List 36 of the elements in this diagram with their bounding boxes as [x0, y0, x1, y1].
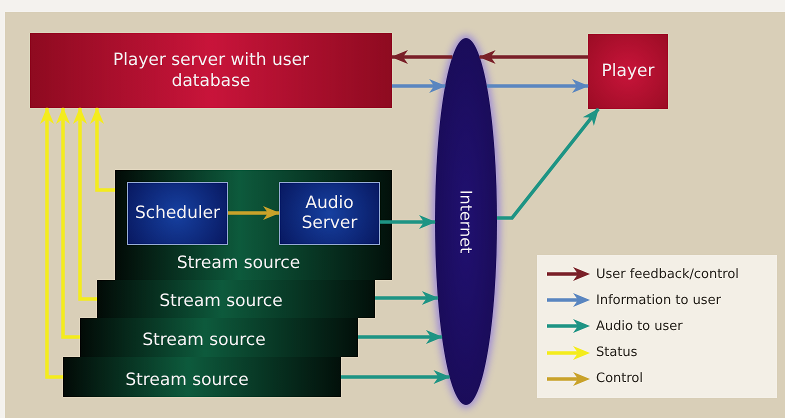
arrow: [380, 215, 436, 229]
legend-label: Control: [596, 371, 643, 386]
stream-source-card: [80, 318, 358, 357]
legend-label: Status: [596, 345, 638, 360]
player-box: [588, 34, 668, 109]
node-label: Scheduler: [134, 204, 220, 224]
server-box: [30, 33, 392, 108]
component-box: [127, 182, 228, 245]
arrow: [375, 291, 439, 305]
arrow: [358, 330, 443, 344]
arrow: [56, 107, 80, 339]
arrow: [40, 107, 63, 379]
arrow: [486, 79, 589, 93]
arrow: [497, 108, 600, 220]
arrow: [391, 50, 452, 64]
node-label: Player: [602, 61, 654, 82]
node-label: Stream source: [159, 290, 283, 311]
arrow: [228, 206, 280, 220]
stream-source-card: [115, 170, 392, 280]
arrow: [90, 107, 115, 192]
arrow: [478, 50, 588, 64]
node-label: Stream source: [176, 252, 300, 273]
node-label: Stream source: [142, 330, 266, 350]
node-label: Audio Server: [300, 194, 358, 234]
component-box: [279, 182, 380, 245]
node-label: Player server with user database: [112, 50, 310, 91]
legend-label: Information to user: [596, 292, 721, 308]
stream-source-card: [97, 280, 375, 318]
arrow: [73, 107, 97, 301]
node-label: Stream source: [125, 370, 249, 390]
legend-label: Audio to user: [596, 318, 683, 334]
legend-label: User feedback/control: [596, 266, 739, 282]
arrow: [341, 370, 450, 384]
node-label: Internet: [456, 190, 476, 254]
stream-source-card: [63, 357, 341, 397]
arrow: [392, 79, 446, 93]
